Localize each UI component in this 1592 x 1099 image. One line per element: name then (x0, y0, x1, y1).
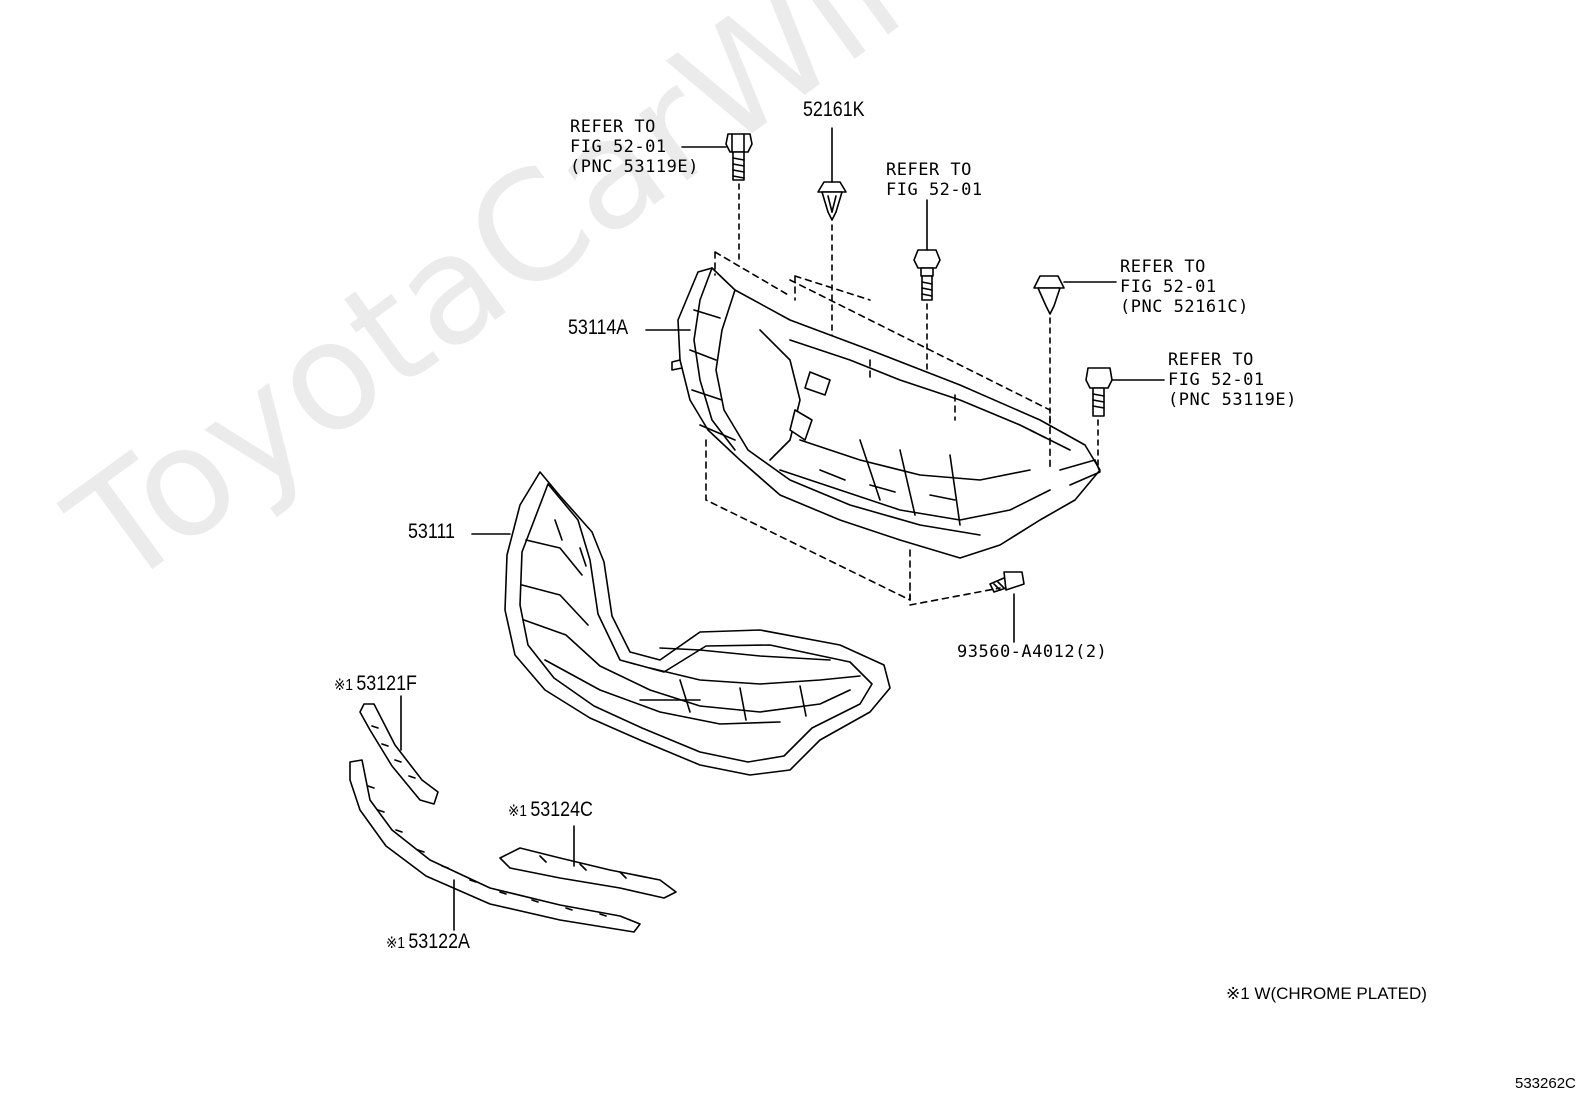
footnote-chrome-plated: ※1 W(CHROME PLATED) (1226, 984, 1427, 1003)
bolt-icon-top-left (725, 133, 753, 181)
grille-frame-53114a (671, 267, 1101, 559)
screw-icon-93560 (989, 571, 1025, 593)
clip-icon-52161k (817, 181, 847, 221)
part-label-52161k: 52161K (803, 98, 865, 121)
molding-53124c (499, 847, 677, 899)
molding-53122a (349, 759, 641, 933)
clip-icon-right (1033, 275, 1065, 315)
part-label-53114a: 53114A (568, 316, 629, 339)
figure-id: 533262C (1515, 1075, 1576, 1092)
molding-53121f (359, 703, 439, 805)
grille-53111 (504, 471, 891, 776)
part-label-93560: 93560-A4012(2) (957, 642, 1108, 662)
bolt-icon-center (913, 249, 941, 301)
bolt-icon-right (1085, 367, 1113, 417)
part-label-53111: 53111 (408, 520, 455, 543)
